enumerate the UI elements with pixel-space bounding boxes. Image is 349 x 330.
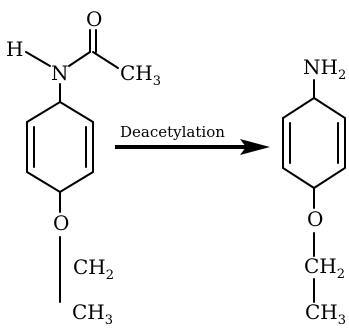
reactant-n-atom: N [51, 61, 69, 85]
reactant-h-atom: H [6, 37, 23, 61]
reactant-molecule: H N O CH3 O CH2 CH3 [6, 7, 161, 328]
reactant-h-n-bond [25, 51, 51, 67]
product-benzene-ring [282, 96, 346, 190]
product-nh2-group: NH2 [303, 55, 346, 83]
reactant-benzene-ring [26, 100, 94, 194]
product-ether-o-atom: O [307, 207, 323, 231]
reactant-ch3-group: CH3 [120, 61, 161, 89]
product-ch2-group: CH2 [304, 254, 345, 282]
reactant-n-c-bond [68, 51, 91, 67]
reactant-c-ch3-bond [92, 51, 119, 69]
product-terminal-ch3-group: CH3 [305, 300, 346, 328]
reaction-label: Deacetylation [120, 123, 225, 141]
reactant-carbonyl-o-atom: O [86, 7, 102, 31]
product-molecule: NH2 O CH2 CH3 [282, 55, 346, 328]
reaction-arrow-group: Deacetylation [115, 123, 270, 155]
reactant-ch2-group: CH2 [73, 255, 114, 283]
reactant-ether-o-atom: O [53, 211, 69, 235]
reactant-terminal-ch3-group: CH3 [72, 300, 113, 328]
reaction-arrow-head [240, 139, 270, 155]
